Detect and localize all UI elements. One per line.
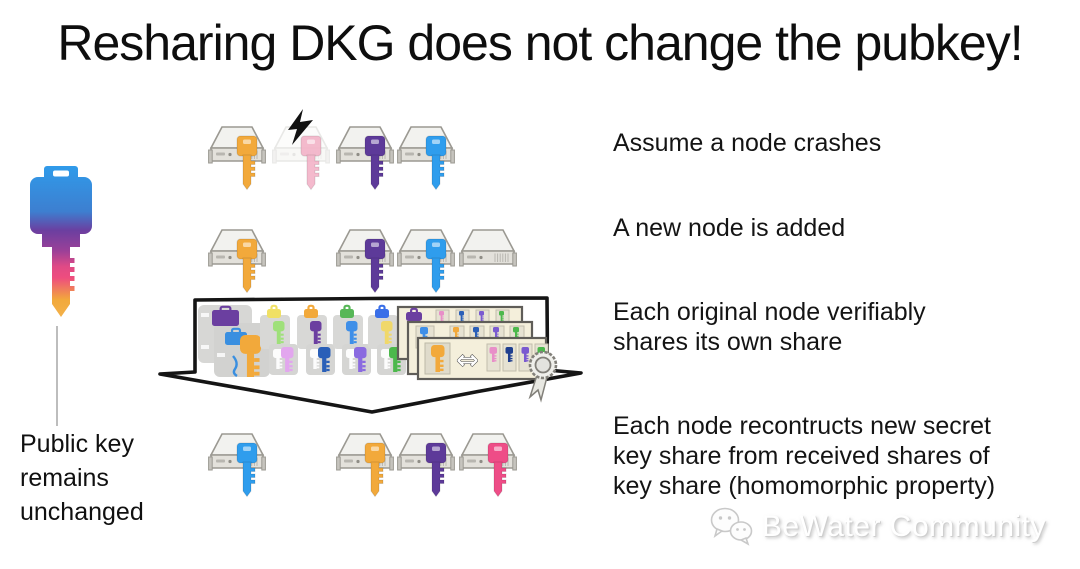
mini-key-icon — [310, 321, 322, 344]
server-icon — [397, 433, 455, 498]
share-cards-cluster — [260, 304, 298, 375]
key-icon — [300, 135, 322, 191]
exchange-arrow-icon: ⇔ — [456, 345, 479, 376]
public-key-note: Public key remains unchanged — [20, 430, 144, 526]
wechat-icon — [710, 507, 753, 546]
key-icon — [425, 135, 447, 191]
key-icon — [236, 135, 258, 191]
server-node — [336, 124, 394, 198]
mini-key-icon — [346, 349, 356, 369]
slide-title: Resharing DKG does not change the pubkey… — [57, 15, 1023, 71]
mini-key-icon — [381, 349, 391, 369]
step-label-node-crashes: Assume a node crashes — [613, 129, 882, 157]
server-icon — [459, 229, 517, 267]
server-node — [459, 431, 517, 505]
server-node — [208, 431, 266, 505]
mini-key-icon — [273, 349, 283, 369]
server-node — [336, 431, 394, 505]
mini-key-icon — [318, 347, 331, 372]
step-label-node-added: A new node is added — [613, 214, 846, 242]
mini-key-icon — [310, 349, 320, 369]
server-icon — [208, 229, 266, 294]
briefcase-icon — [340, 304, 354, 318]
briefcase-icon — [406, 307, 422, 321]
server-icon — [336, 126, 394, 191]
public-key-icon — [30, 166, 92, 317]
mini-key-icon — [273, 321, 285, 344]
seal-icon — [528, 350, 558, 403]
lightning-crash-icon — [288, 109, 313, 145]
mini-key-icon — [346, 321, 358, 344]
briefcase-icon — [304, 304, 318, 318]
server-node — [397, 431, 455, 505]
server-icon — [397, 126, 455, 191]
mini-key-icon — [489, 347, 497, 362]
step-label-reconstruct: Each node recontructs new secret key sha… — [613, 412, 996, 500]
server-node — [208, 227, 266, 301]
server-node — [208, 124, 266, 198]
key-icon — [487, 442, 509, 498]
briefcase-icon — [212, 305, 239, 326]
certificate-stack: ⇔ — [396, 305, 558, 403]
server-node — [397, 227, 455, 301]
server-node-crashed — [272, 109, 330, 198]
share-cards-cluster — [297, 304, 335, 375]
mini-key-icon — [381, 321, 393, 344]
mini-key-icon — [479, 311, 484, 321]
key-icon — [364, 135, 386, 191]
server-icon — [208, 433, 266, 498]
key-icon — [364, 238, 386, 294]
key-icon — [425, 238, 447, 294]
resharing-funnel-diagram: ⇔ — [140, 283, 600, 425]
server-icon — [336, 229, 394, 294]
mini-key-icon — [499, 311, 504, 321]
briefcase-icon — [267, 304, 281, 318]
key-stem-line — [56, 326, 58, 426]
server-node — [336, 227, 394, 301]
briefcase-icon — [375, 304, 389, 318]
key-icon — [236, 442, 258, 498]
share-cards-cluster — [368, 304, 406, 375]
mini-key-icon — [459, 311, 464, 321]
server-icon — [459, 433, 517, 498]
step-label-verifiable-share: Each original node verifiably shares its… — [613, 298, 926, 356]
key-icon — [425, 442, 447, 498]
share-cards-big-cluster — [198, 305, 270, 378]
server-icon — [272, 126, 330, 191]
server-icon — [397, 229, 455, 294]
mini-key-icon — [439, 311, 444, 321]
server-icon — [336, 433, 394, 498]
server-node-new — [459, 227, 517, 301]
mini-key-icon — [431, 345, 445, 372]
watermark: BeWater Community — [708, 505, 1046, 549]
share-cards-cluster — [333, 304, 371, 375]
mini-key-icon — [240, 335, 261, 377]
mini-key-icon — [521, 347, 529, 362]
server-icon — [208, 126, 266, 191]
mini-key-icon — [505, 347, 513, 362]
mini-key-icon — [281, 347, 294, 372]
mini-key-icon — [354, 347, 367, 372]
key-icon — [364, 442, 386, 498]
key-icon — [236, 238, 258, 294]
server-node — [397, 124, 455, 198]
watermark-label: BeWater Community — [761, 510, 1046, 543]
